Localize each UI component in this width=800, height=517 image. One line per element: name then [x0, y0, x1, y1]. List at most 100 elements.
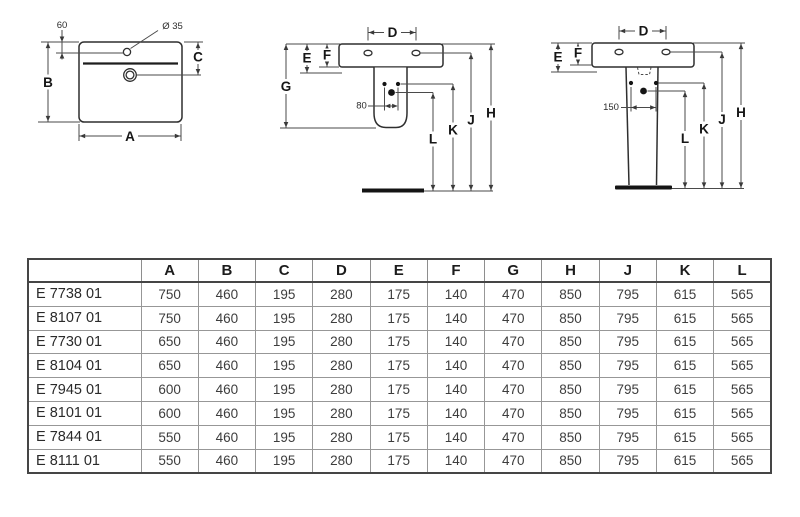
dim-f: F [570, 43, 592, 66]
dim-d: D [618, 24, 667, 40]
value-cell: 795 [598, 448, 657, 474]
dim-d: D [367, 25, 417, 41]
value-cell: 140 [426, 353, 486, 379]
dim-c: C [184, 41, 205, 75]
value-cell: 615 [655, 329, 715, 355]
value-cell: 460 [197, 448, 257, 474]
value-cell: 140 [426, 305, 486, 331]
value-cell: 470 [484, 281, 543, 307]
dim-b-label: B [43, 75, 53, 90]
value-cell: 850 [541, 281, 600, 307]
dim-l-label: L [681, 131, 689, 146]
value-cell: 140 [426, 377, 486, 402]
drain-hole-icon [388, 89, 395, 96]
dim-e: E [300, 44, 342, 74]
dim-e-label: E [302, 51, 311, 66]
value-cell: 550 [140, 424, 199, 450]
model-column-header [27, 258, 142, 283]
dim-d-label: D [639, 24, 649, 39]
dim-h-label: H [486, 106, 496, 121]
value-cell: 615 [655, 281, 715, 307]
dim-60: 60 [56, 20, 124, 60]
dim-j-label: J [718, 112, 726, 127]
value-cell: 195 [255, 400, 314, 426]
dim-column-header: K [655, 258, 715, 283]
dim-e-label: E [553, 50, 562, 65]
value-cell: 565 [713, 305, 772, 331]
value-cell: 565 [713, 424, 772, 450]
value-cell: 175 [369, 353, 428, 379]
value-cell: 195 [255, 377, 314, 402]
value-cell: 550 [140, 448, 199, 474]
value-cell: 650 [140, 329, 199, 355]
dim-faucet-diameter: Ø 35 [130, 21, 183, 49]
dim-k-label: K [699, 122, 709, 137]
value-cell: 280 [312, 305, 371, 331]
value-cell: 795 [598, 400, 657, 426]
dim-j-label: J [467, 113, 475, 128]
value-cell: 795 [598, 353, 657, 379]
value-cell: 615 [655, 305, 715, 331]
basin-outline [78, 41, 183, 123]
dim-d-label: D [388, 25, 398, 40]
value-cell: 565 [713, 281, 772, 307]
pedestal-left-edge [625, 67, 630, 186]
drain-hole-icon [640, 87, 647, 95]
mounting-hole-icon [363, 49, 373, 57]
dim-column-header: E [369, 258, 428, 283]
dim-g-label: G [281, 79, 292, 94]
value-cell: 850 [541, 424, 600, 450]
dim-a: A [78, 124, 182, 144]
value-cell: 470 [484, 329, 543, 355]
value-cell: 615 [655, 400, 715, 426]
dim-f-label: F [323, 48, 331, 63]
basin-profile [591, 42, 695, 68]
dim-column-header: A [140, 258, 199, 283]
dim-g: G [279, 44, 376, 129]
value-cell: 195 [255, 353, 314, 379]
model-cell: E 8101 01 [27, 400, 142, 426]
value-cell: 650 [140, 353, 199, 379]
value-cell: 460 [197, 281, 257, 307]
value-cell: 850 [541, 329, 600, 355]
value-cell: 470 [484, 424, 543, 450]
value-cell: 750 [140, 305, 199, 331]
dim-h: H [734, 43, 748, 189]
value-cell: 460 [197, 305, 257, 331]
front-view-drawing: 60 Ø 35 B A [38, 20, 205, 144]
dim-column-header: G [484, 258, 543, 283]
value-cell: 175 [369, 329, 428, 355]
model-cell: E 7730 01 [27, 329, 142, 355]
value-cell: 795 [598, 424, 657, 450]
value-cell: 470 [484, 305, 543, 331]
value-cell: 195 [255, 329, 314, 355]
dim-column-header: F [426, 258, 486, 283]
dim-l: L [426, 92, 440, 191]
dim-column-header: H [541, 258, 600, 283]
value-cell: 280 [312, 281, 371, 307]
value-cell: 600 [140, 400, 199, 426]
value-cell: 140 [426, 448, 486, 474]
semi-pedestal-view-drawing: D 80 E [279, 25, 498, 193]
dim-h-label: H [736, 105, 746, 120]
dim-column-header: J [598, 258, 657, 283]
value-cell: 175 [369, 400, 428, 426]
value-cell: 470 [484, 400, 543, 426]
dim-k: K [697, 83, 711, 189]
semi-pedestal-outline [373, 67, 408, 129]
value-cell: 195 [255, 305, 314, 331]
value-cell: 615 [655, 353, 715, 379]
value-cell: 460 [197, 424, 257, 450]
value-cell: 615 [655, 377, 715, 402]
dim-column-header: D [312, 258, 371, 283]
model-cell: E 8107 01 [27, 305, 142, 331]
pedestal-right-edge [655, 67, 659, 186]
